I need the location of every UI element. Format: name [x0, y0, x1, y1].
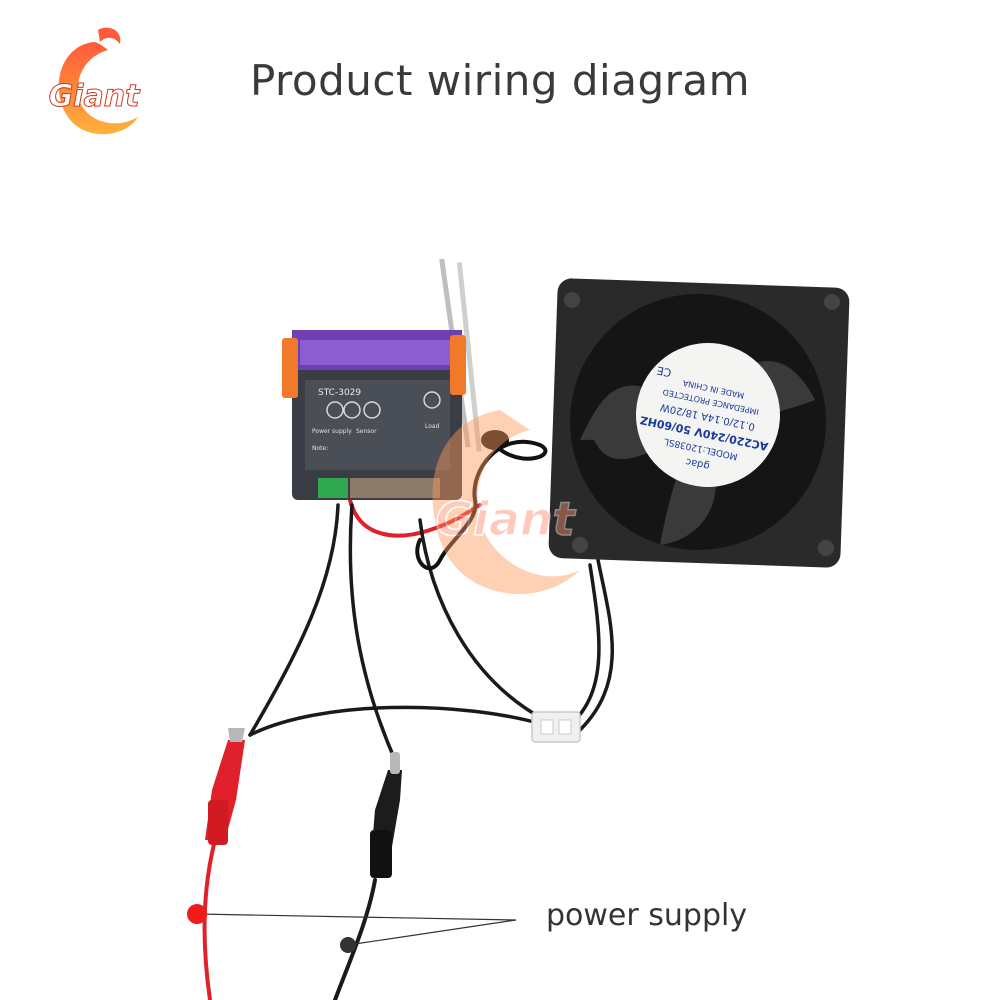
red-lead-marker [187, 904, 207, 924]
controller-label-power: Power supply [312, 428, 352, 435]
logo-text: Giant [49, 79, 142, 114]
black-lead-bottom [333, 878, 377, 1000]
cooling-fan [548, 278, 850, 568]
red-lead-bottom [202, 838, 217, 1000]
black-lead-marker [340, 937, 356, 953]
svg-text:Giant: Giant [435, 492, 576, 546]
probe-cable [415, 439, 548, 571]
black-wire-load [418, 518, 547, 722]
logo-tail [98, 27, 121, 44]
fan-lead-2 [568, 563, 601, 727]
brand-logo: Giant [48, 27, 142, 135]
black-wire-connector [248, 705, 547, 737]
logo-swirl [58, 42, 138, 135]
black-wire-mid [348, 503, 397, 762]
red-alligator-clip [205, 728, 245, 845]
controller-label-load: Load [425, 423, 440, 430]
fan-brand: gdac [685, 456, 711, 472]
temperature-controller [282, 330, 466, 500]
controller-note: Note: [312, 445, 328, 452]
black-wire-left [248, 503, 340, 737]
page-title: Product wiring diagram [249, 56, 751, 105]
wire-connector [531, 711, 581, 743]
fan-lead-1 [578, 558, 614, 732]
controller-model: STC-3029 [318, 388, 361, 398]
power-supply-label: power supply [546, 898, 748, 933]
wires [202, 439, 614, 1000]
red-wire-controller [348, 498, 482, 538]
watermark-logo: Giant [432, 410, 580, 594]
black-alligator-clip [370, 752, 402, 878]
power-supply-callout [187, 904, 517, 953]
fan-ce-mark: CE [656, 364, 673, 380]
controller-label-sensor: Sensor [356, 428, 377, 435]
